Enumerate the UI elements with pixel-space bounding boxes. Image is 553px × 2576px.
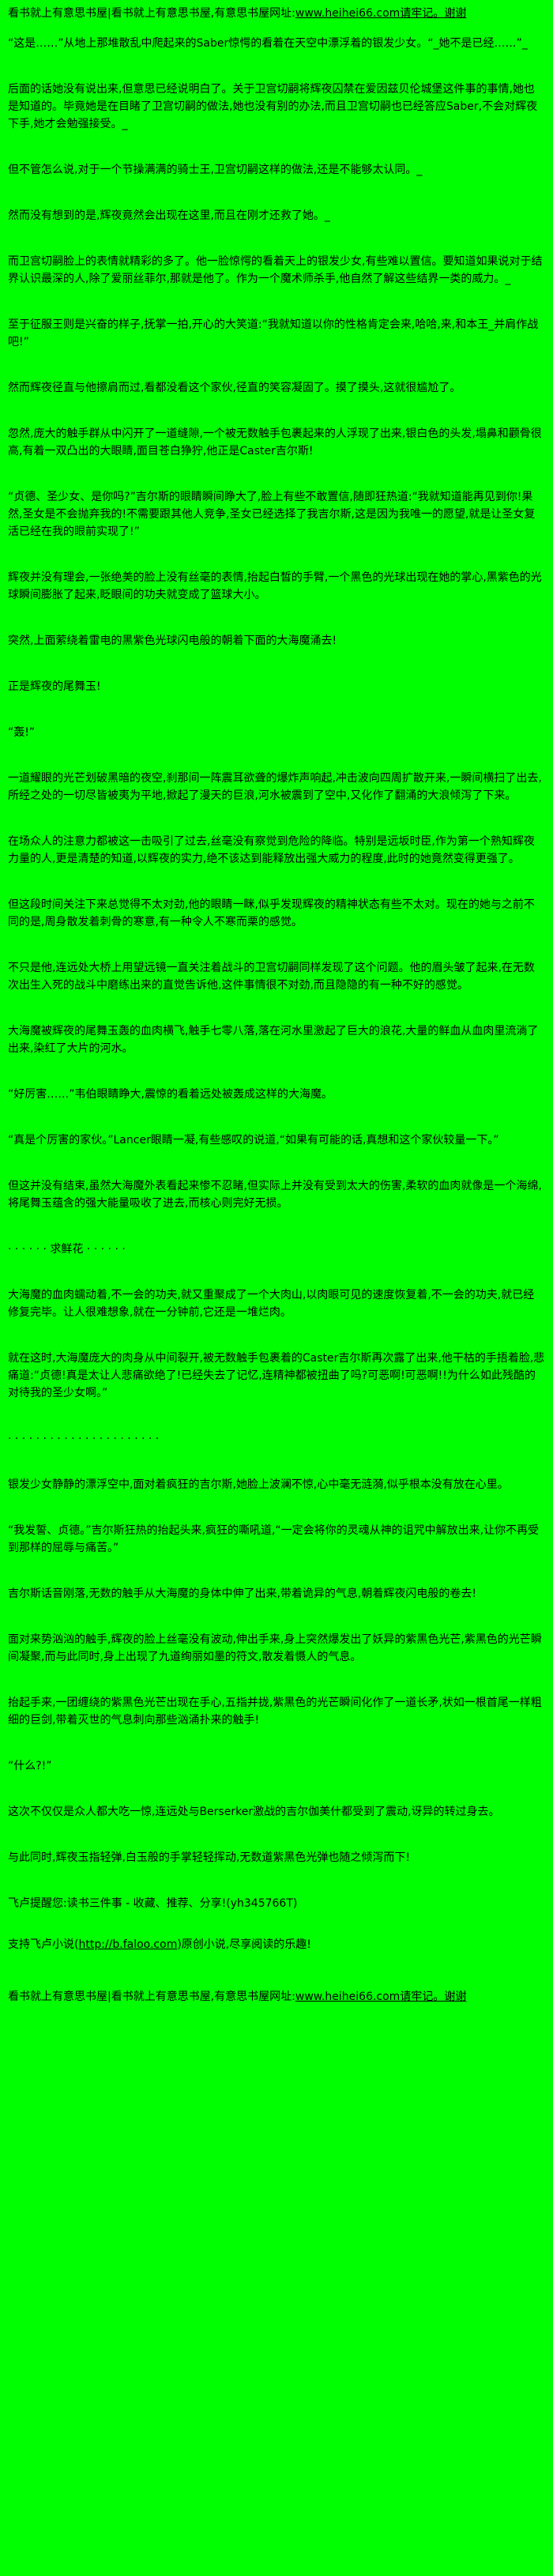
- anti-piracy-header: 看书就上有意思书屋|看书就上有意思书屋,有意思书屋网址:www.heihei66…: [8, 5, 545, 22]
- faloo-support-suffix: )原创小说,尽享阅读的乐趣!: [177, 1938, 311, 1951]
- novel-paragraph: 抬起手来,一团缠绕的紫黑色光芒出现在手心,五指并拢,紫黑色的光芒瞬间化作了一道长…: [8, 1697, 542, 1727]
- novel-paragraph: 吉尔斯话音刚落,无数的触手从大海魔的身体中伸了出来,带着诡异的气息,朝着辉夜闪电…: [8, 1587, 476, 1600]
- novel-paragraph: 然而辉夜径直与他擦肩而过,看都没看这个家伙,径直的笑容凝固了。摸了摸头,这就很尴…: [8, 382, 461, 394]
- novel-paragraph: 后面的话她没有说出来,但意思已经说明白了。关于卫宫切嗣将辉夜囚禁在爱因兹贝伦城堡…: [8, 83, 538, 130]
- footer-text: 看书就上有意思书屋|看书就上有意思书屋,有意思书屋网址:: [8, 1990, 295, 2003]
- novel-paragraph: 忽然,庞大的触手群从中闪开了一道缝隙,一个被无数触手包裹起来的人浮现了出来,银白…: [8, 427, 542, 458]
- novel-paragraph: “真是个厉害的家伙。”Lancer眼睛一凝,有些感叹的说道,“如果有可能的话,真…: [8, 1134, 499, 1147]
- novel-paragraph: “什么?!”: [8, 1760, 52, 1772]
- footer-text-suffix: 请牢记。谢谢: [400, 1990, 467, 2003]
- novel-paragraph: 大海魔的血肉蠕动着,不一会的功夫,就又重聚成了一个大肉山,以肉眼可见的速度恢复着…: [8, 1289, 535, 1319]
- novel-paragraph: 而卫宫切嗣脸上的表情就精彩的多了。他一脸惊愕的看着天上的银发少女,有些难以置信。…: [8, 255, 543, 285]
- novel-paragraph: 在场众人的注意力都被这一击吸引了过去,丝毫没有察觉到危险的降临。特别是远坂时臣,…: [8, 835, 535, 865]
- novel-paragraph: 突然,上面萦绕着雷电的黑紫色光球闪电般的朝着下面的大海魔涌去!: [8, 635, 337, 647]
- site-url-link[interactable]: www.heihei66.com: [295, 7, 401, 20]
- novel-paragraph: “这是……”从地上那堆散乱中爬起来的Saber惊愕的看着在天空中漂浮着的银发少女…: [8, 37, 528, 50]
- novel-paragraph: 不只是他,连远处大桥上用望远镜一直关注着战斗的卫宫切嗣同样发现了这个问题。他的眉…: [8, 962, 535, 992]
- faloo-support: 支持飞卢小说(http://b.faloo.com)原创小说,尽享阅读的乐趣!: [8, 1936, 545, 1953]
- novel-paragraph: 这次不仅仅是众人都大吃一惊,连远处与Berserker激战的吉尔伽美什都受到了震…: [8, 1806, 500, 1818]
- site-url-link-footer[interactable]: www.heihei66.com: [295, 1990, 401, 2003]
- novel-paragraph: “好厉害……”韦伯眼睛睁大,震惊的看着远处被轰成这样的大海魔。: [8, 1088, 333, 1101]
- novel-paragraph: 就在这时,大海魔庞大的肉身从中间裂开,被无数触手包裹着的Caster吉尔斯再次露…: [8, 1352, 545, 1399]
- novel-paragraph: “我发誓、贞德。”吉尔斯狂热的抬起头来,疯狂的嘶吼道,“一定会将你的灵魂从神的诅…: [8, 1524, 540, 1554]
- section-divider-dots: · · · · · · · · · · · · · · · · · · · · …: [8, 1433, 160, 1445]
- novel-paragraph: 但这段时间关注下来总觉得不太对劲,他的眼睛一眯,似乎发现辉夜的精神状态有些不太对…: [8, 898, 535, 928]
- novel-paragraph: 但这并没有结束,虽然大海魔外表看起来惨不忍睹,但实际上并没有受到太大的伤害,柔软…: [8, 1180, 542, 1210]
- novel-paragraph: 面对来势汹汹的触手,辉夜的脸上丝毫没有波动,伸出手来,身上突然爆发出了妖异的紫黑…: [8, 1633, 542, 1663]
- header-text-suffix: 请牢记。谢谢: [400, 7, 467, 20]
- novel-paragraph: 大海魔被辉夜的尾舞玉轰的血肉横飞,触手七零八落,落在河水里激起了巨大的浪花,大量…: [8, 1025, 539, 1055]
- anti-piracy-footer: 看书就上有意思书屋|看书就上有意思书屋,有意思书屋网址:www.heihei66…: [8, 1988, 545, 2005]
- novel-paragraph: 正是辉夜的尾舞玉!: [8, 680, 101, 693]
- faloo-reminder: 飞卢提醒您:读书三件事 - 收藏、推荐、分享!(yh345766T): [8, 1897, 298, 1910]
- novel-paragraph: “贞德、圣少女、是你吗?”吉尔斯的眼睛瞬间睁大了,脸上有些不敢置信,随即狂热道:…: [8, 491, 536, 538]
- header-text: 看书就上有意思书屋|看书就上有意思书屋,有意思书屋网址:: [8, 7, 295, 20]
- novel-paragraph: 但不管怎么说,对于一个节操满满的骑士王,卫宫切嗣这样的做法,还是不能够太认同。_: [8, 164, 423, 176]
- faloo-url-link[interactable]: http://b.faloo.com: [78, 1938, 178, 1951]
- flower-request-marker: · · · · · · 求鲜花 · · · · · ·: [8, 1243, 126, 1256]
- novel-paragraph: 然而没有想到的是,辉夜竟然会出现在这里,而且在刚才还救了她。_: [8, 209, 330, 222]
- novel-paragraph: 辉夜并没有理会,一张绝美的脸上没有丝毫的表情,抬起白皙的手臂,一个黑色的光球出现…: [8, 571, 542, 601]
- novel-reader-page: 看书就上有意思书屋|看书就上有意思书屋,有意思书屋网址:www.heihei66…: [8, 5, 545, 2005]
- novel-paragraph: 至于征服王则是兴奋的样子,抚掌一拍,开心的大笑道:“我就知道以你的性格肯定会来,…: [8, 318, 539, 348]
- novel-paragraph: “轰!”: [8, 726, 36, 739]
- novel-paragraph: 与此同时,辉夜玉指轻弹,白玉般的手掌轻轻挥动,无数道紫黑色光弹也随之倾泻而下!: [8, 1851, 410, 1864]
- novel-paragraph: 一道耀眼的光芒划破黑暗的夜空,刹那间一阵震耳欲聋的爆炸声响起,冲击波向四周扩散开…: [8, 772, 542, 802]
- novel-paragraph: 银发少女静静的漂浮空中,面对着疯狂的吉尔斯,她脸上波澜不惊,心中毫无涟漪,似乎根…: [8, 1478, 509, 1491]
- faloo-support-prefix: 支持飞卢小说(: [8, 1938, 79, 1951]
